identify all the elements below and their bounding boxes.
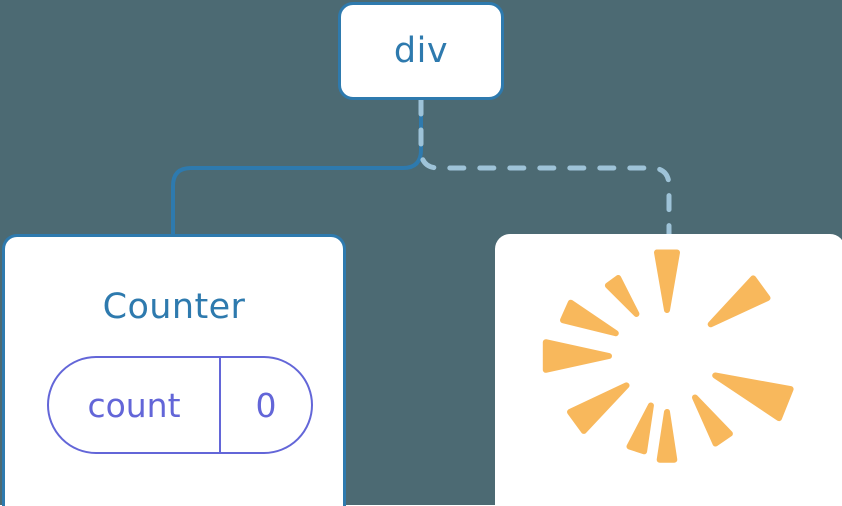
burst-ray-8 — [712, 372, 794, 422]
node-counter-title: Counter — [102, 287, 246, 327]
node-counter[interactable]: Counter count 0 — [2, 234, 346, 506]
state-pill-key-cell: count — [49, 358, 221, 452]
state-key-label: count — [87, 385, 181, 425]
node-div[interactable]: div — [338, 2, 504, 100]
burst-ray-5 — [626, 402, 654, 455]
burst-ray-9 — [707, 275, 771, 328]
state-pill-value-cell: 0 — [221, 358, 311, 452]
edge-div-to-counter — [171, 98, 423, 238]
burst-ray-6 — [656, 409, 678, 463]
burst-ray-4 — [567, 382, 630, 434]
burst-ray-7 — [692, 394, 733, 447]
node-burst[interactable] — [495, 234, 842, 506]
burst-ray-3 — [542, 339, 612, 373]
burst-ray-0 — [654, 249, 680, 313]
node-div-label: div — [393, 30, 449, 71]
burst-ray-2 — [560, 299, 619, 337]
burst-ray-1 — [604, 275, 640, 317]
sparkle-burst-icon — [542, 249, 794, 463]
edge-div-to-burst — [418, 97, 672, 239]
state-value-label: 0 — [255, 385, 277, 425]
state-pill-count[interactable]: count 0 — [47, 356, 313, 454]
